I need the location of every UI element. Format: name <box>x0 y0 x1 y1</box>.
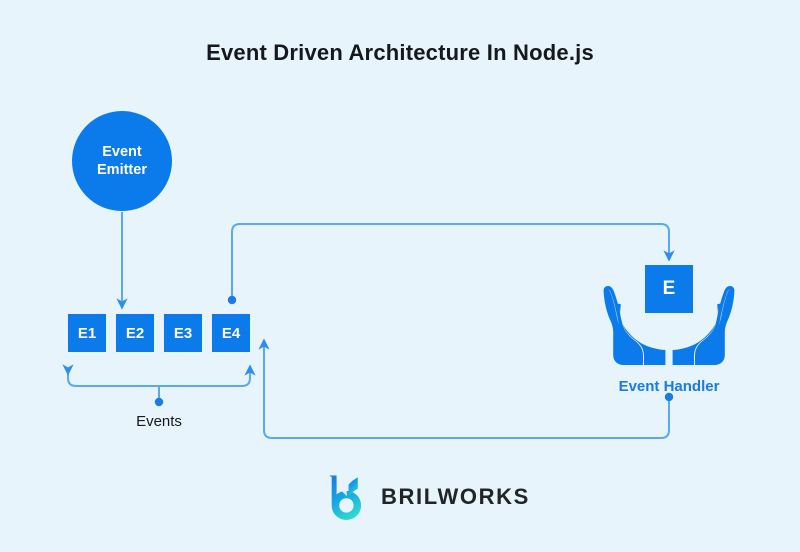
event-box-label: E1 <box>77 324 97 342</box>
event-box-label: E3 <box>173 324 193 342</box>
event-box-e4: E4 <box>212 314 250 352</box>
handler-event-box: E <box>645 265 693 313</box>
event-box-e2: E2 <box>116 314 154 352</box>
event-box-e3: E3 <box>164 314 202 352</box>
event-handler-label: Event Handler <box>618 378 720 395</box>
connector-events-brace <box>62 364 256 407</box>
event-box-label: E2 <box>125 324 145 342</box>
cupped-hands-icon <box>603 286 735 365</box>
brilworks-logo: BRILWORKS <box>326 474 530 520</box>
handler-event-box-label: E <box>662 278 676 299</box>
event-emitter-label: Event Emitter <box>97 143 147 178</box>
event-emitter-node: Event Emitter <box>72 111 172 211</box>
brilworks-wordmark: BRILWORKS <box>381 484 530 509</box>
event-box-e1: E1 <box>68 314 106 352</box>
brilworks-b-icon <box>329 475 362 520</box>
page-title: Event Driven Architecture In Node.js <box>206 40 594 65</box>
events-caption: Events <box>136 413 182 430</box>
event-box-label: E4 <box>221 324 241 342</box>
